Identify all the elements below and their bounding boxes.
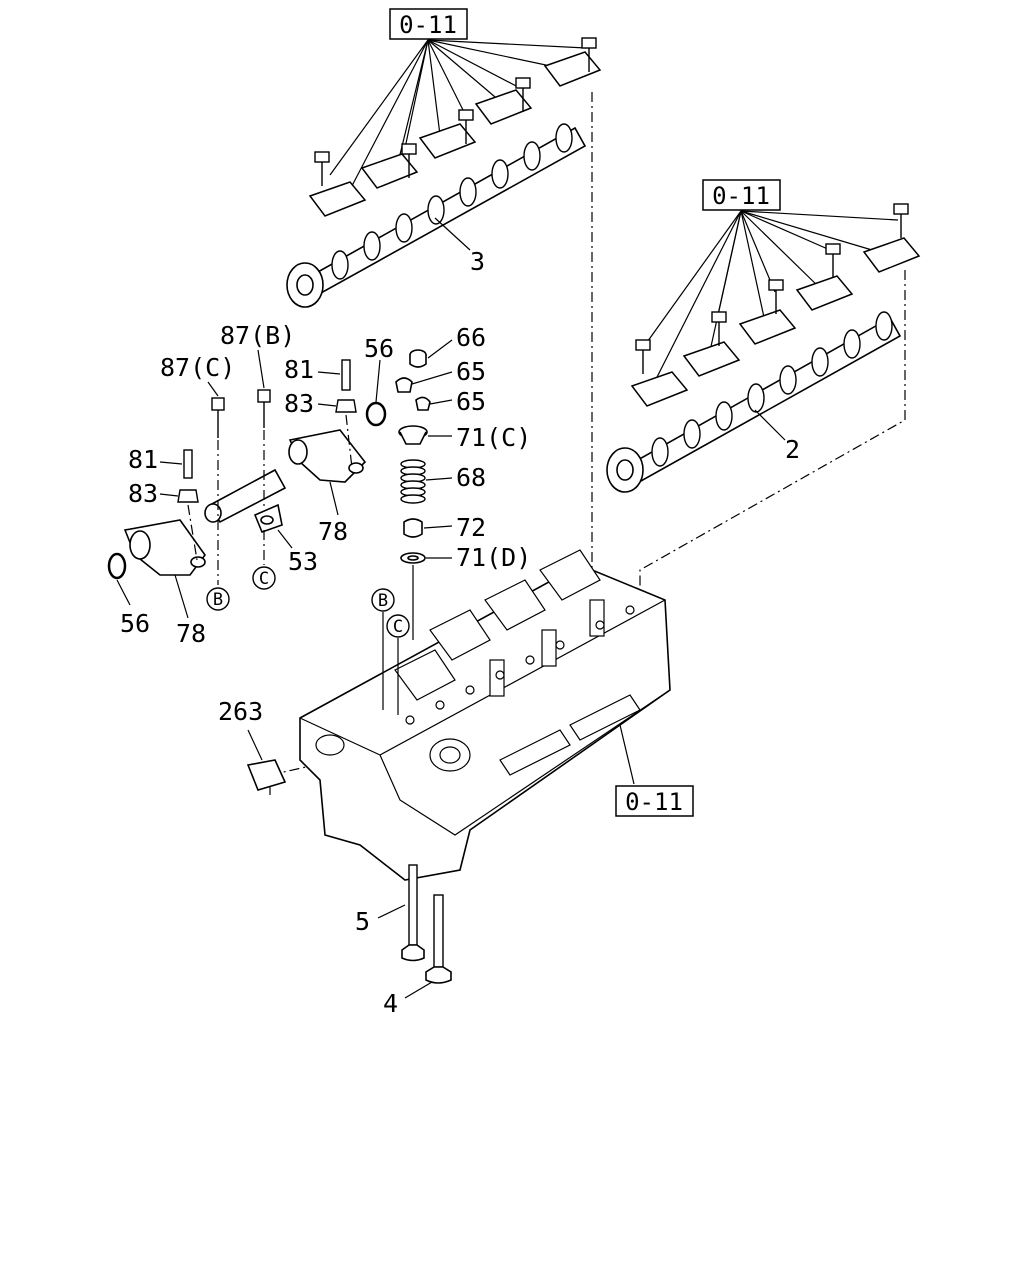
part-label-71d: 71(D)	[456, 543, 531, 572]
part-label-53: 53	[288, 547, 318, 576]
part-label-81-lower: 81	[128, 445, 158, 474]
part-label-87b: 87(B)	[220, 321, 295, 350]
part-label-71c: 71(C)	[456, 423, 531, 452]
part-label-78-upper: 78	[318, 517, 348, 546]
reference-label-top: 0-11	[399, 11, 457, 39]
rocker-shaft-icon: 53	[204, 468, 318, 576]
part-65-lower: 65	[415, 387, 486, 416]
valve-spring-icon: 68	[400, 459, 486, 504]
part-label-78-lower: 78	[176, 619, 206, 648]
part-label-83-lower: 83	[128, 479, 158, 508]
valve-parts-stack[interactable]: 66 65 65 71(C)	[395, 323, 531, 640]
marker-b-head-label: B	[378, 591, 388, 611]
bolt-icon	[635, 203, 909, 374]
plug-263[interactable]: 263	[218, 697, 287, 791]
reference-box-top[interactable]: 0-11	[389, 8, 468, 40]
rocker-arm-icon	[123, 519, 206, 576]
part-label-66: 66	[456, 323, 486, 352]
o-ring-icon	[107, 401, 387, 580]
camshaft-cap-icon	[308, 51, 602, 217]
part-71d: 71(D)	[400, 543, 531, 640]
marker-b-left[interactable]: B	[206, 587, 230, 611]
part-label-4: 4	[383, 989, 398, 1018]
camshaft-cap-icon	[630, 237, 921, 407]
leader-lines-right	[644, 210, 899, 386]
part-71c: 71(C)	[398, 423, 531, 452]
marker-b-head[interactable]: B	[371, 588, 395, 710]
part-72: 72	[403, 513, 486, 542]
leader-lines-top	[329, 39, 587, 206]
part-label-65-lower: 65	[456, 387, 486, 416]
reference-box-bottom[interactable]: 0-11	[615, 785, 694, 817]
part-label-3: 3	[470, 247, 485, 276]
part-label-65-upper: 65	[456, 357, 486, 386]
part-label-56-upper: 56	[364, 334, 394, 363]
part-65-upper: 65	[395, 357, 486, 393]
adjuster-screw	[177, 359, 357, 503]
marker-c-left-label: C	[259, 569, 269, 589]
bolt-icon	[314, 37, 597, 186]
part-label-2: 2	[785, 435, 800, 464]
part-66: 66	[409, 323, 486, 368]
marker-c-head-label: C	[393, 617, 403, 637]
part-label-72: 72	[456, 513, 486, 542]
cylinder-head-icon[interactable]	[299, 549, 671, 881]
reference-box-right[interactable]: 0-11	[702, 179, 781, 211]
valve-icon[interactable]: 4	[383, 894, 452, 1018]
part-label-263: 263	[218, 697, 263, 726]
part-label-81-upper: 81	[284, 355, 314, 384]
rocker-assembly[interactable]: 53 87(C) 87(B) 78 78	[107, 321, 394, 648]
intake-camshaft-assembly[interactable]: 3	[286, 37, 602, 308]
reference-label-right: 0-11	[712, 182, 770, 210]
camshaft-icon	[286, 123, 587, 308]
camshaft-icon	[606, 311, 902, 493]
bolt-icon	[211, 389, 271, 438]
marker-c-head[interactable]: C	[386, 614, 410, 715]
marker-b-left-label: B	[213, 590, 223, 610]
part-label-87c: 87(C)	[160, 353, 235, 382]
valve-icon[interactable]: 5	[355, 864, 425, 962]
part-label-83-upper: 83	[284, 389, 314, 418]
part-label-68: 68	[456, 463, 486, 492]
exhaust-camshaft-assembly[interactable]: 2	[606, 203, 921, 493]
reference-label-bottom: 0-11	[625, 788, 683, 816]
marker-c-left[interactable]: C	[252, 566, 276, 590]
part-label-56-lower: 56	[120, 609, 150, 638]
part-label-5: 5	[355, 907, 370, 936]
rocker-arm-icon	[288, 429, 367, 483]
